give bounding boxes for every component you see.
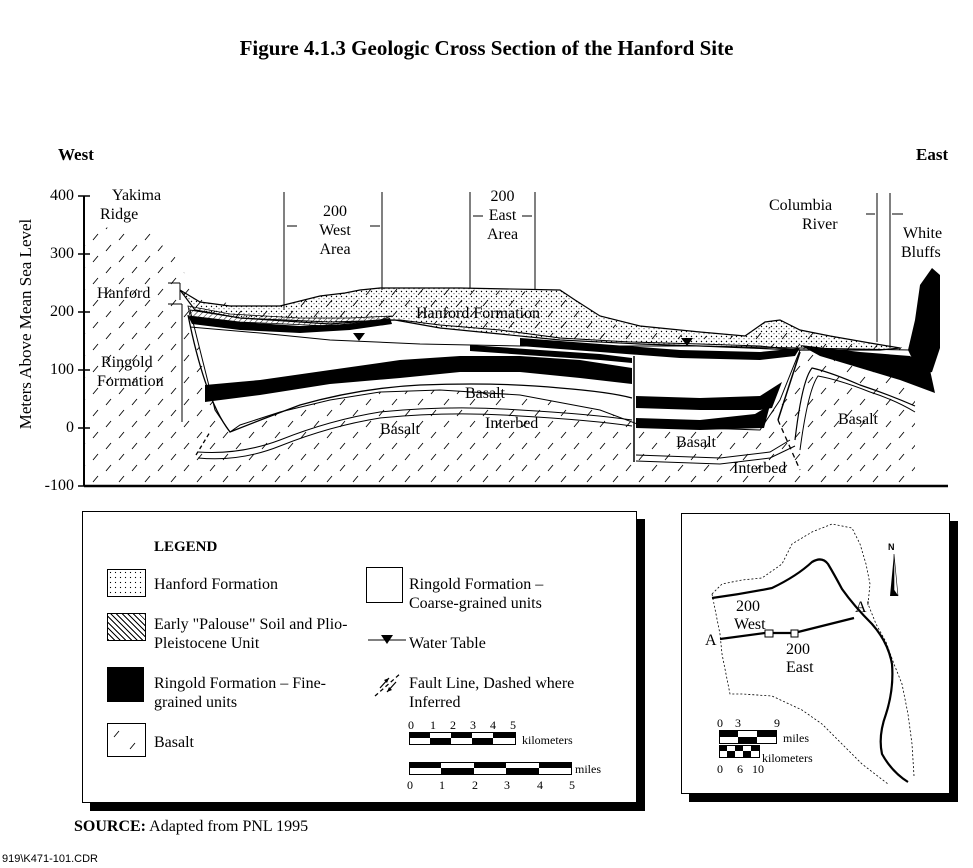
map-a-left: A bbox=[705, 632, 717, 649]
km-scale-bar bbox=[409, 732, 516, 745]
basalt-label: Basalt bbox=[676, 434, 716, 451]
ringold-label: Formation bbox=[97, 373, 164, 390]
inset-map-panel: N 200 West 200 East A A' 0 3 9 miles kil… bbox=[681, 513, 950, 794]
ringold-fine-layers bbox=[188, 268, 940, 430]
y-tick: 100 bbox=[50, 361, 74, 378]
west-area-label: 200 bbox=[323, 203, 347, 220]
columbia-river-label: Columbia bbox=[769, 197, 833, 214]
area-markers bbox=[283, 192, 903, 348]
km-tick: 0 bbox=[408, 718, 414, 732]
legend-water-table-text: Water Table bbox=[409, 635, 486, 652]
svg-text:N: N bbox=[888, 542, 895, 552]
basalt-label: Basalt bbox=[838, 411, 878, 428]
water-table-icon bbox=[368, 635, 406, 644]
yakima-label: Yakima bbox=[112, 187, 162, 204]
file-reference: 919\K471-101.CDR bbox=[2, 853, 99, 865]
source-prefix: SOURCE: bbox=[74, 818, 147, 835]
km-tick: 3 bbox=[470, 718, 476, 732]
basalt-label: Basalt bbox=[465, 385, 505, 402]
legend-ringold-fine-text: Ringold Formation – Fine- bbox=[154, 675, 326, 692]
legend-panel: LEGEND Hanford Formation Early "Palouse"… bbox=[82, 511, 637, 803]
east-area-label: Area bbox=[486, 226, 519, 243]
source-text: Adapted from PNL 1995 bbox=[146, 818, 309, 835]
map-km-tick: 10 bbox=[752, 762, 764, 776]
hanford-formation-label: Hanford Formation bbox=[416, 305, 540, 322]
columbia-river-label: River bbox=[802, 216, 838, 233]
legend-ringold-coarse-text: Coarse-grained units bbox=[409, 595, 542, 612]
y-tick: -100 bbox=[44, 477, 74, 494]
miles-tick: 2 bbox=[472, 778, 478, 792]
miles-tick: 0 bbox=[407, 778, 413, 792]
ringold-fine-swatch bbox=[107, 667, 144, 702]
miles-tick: 5 bbox=[569, 778, 575, 792]
figure-title: Figure 4.1.3 Geologic Cross Section of t… bbox=[239, 36, 734, 60]
legend-fault-text: Inferred bbox=[409, 694, 461, 711]
legend-ringold-coarse-text: Ringold Formation – bbox=[409, 576, 544, 593]
map-km-tick: 6 bbox=[737, 762, 743, 776]
map-miles-tick: 0 bbox=[717, 716, 723, 730]
palouse-swatch bbox=[107, 613, 146, 641]
inset-map-drawing: N bbox=[711, 523, 915, 787]
west-area-label: West bbox=[319, 222, 351, 239]
miles-scale-bar bbox=[409, 762, 572, 775]
y-tick: 200 bbox=[50, 303, 74, 320]
map-miles-tick: 3 bbox=[735, 716, 741, 730]
basalt-swatch bbox=[107, 723, 146, 757]
legend-basalt-text: Basalt bbox=[154, 734, 194, 751]
fault-icon bbox=[374, 672, 402, 697]
miles-scale-label: miles bbox=[575, 762, 601, 776]
legend-ringold-fine-text: grained units bbox=[154, 694, 238, 711]
map-west-label: 200 bbox=[736, 598, 760, 615]
legend-hanford-text: Hanford Formation bbox=[154, 576, 278, 593]
hanford-swatch bbox=[107, 569, 146, 597]
hanford-formation-layer bbox=[179, 287, 901, 351]
miles-tick: 1 bbox=[439, 778, 445, 792]
hanford-label: Hanford bbox=[97, 285, 151, 302]
y-axis bbox=[78, 195, 90, 487]
source-note: SOURCE: Adapted from PNL 1995 bbox=[74, 818, 308, 836]
ringold-coarse-swatch bbox=[366, 567, 403, 603]
miles-tick: 3 bbox=[504, 778, 510, 792]
interbed-label: Interbed bbox=[733, 460, 787, 477]
west-label: West bbox=[58, 145, 94, 164]
water-table-marker bbox=[681, 338, 693, 346]
east-label: East bbox=[916, 145, 949, 164]
east-area-label: 200 bbox=[490, 188, 515, 205]
y-tick: 300 bbox=[50, 245, 74, 262]
legend-fault-text: Fault Line, Dashed where bbox=[409, 675, 575, 692]
white-bluffs-label: Bluffs bbox=[901, 244, 941, 261]
white-bluffs-label: White bbox=[903, 225, 943, 242]
map-west-label: West bbox=[734, 616, 766, 633]
y-axis-label: Meters Above Mean Sea Level bbox=[16, 218, 35, 430]
interbed-label: Interbed bbox=[485, 415, 539, 432]
km-tick: 1 bbox=[430, 718, 436, 732]
km-tick: 2 bbox=[450, 718, 456, 732]
legend-palouse-text: Early "Palouse" Soil and Plio- bbox=[154, 616, 348, 633]
map-km-tick: 0 bbox=[717, 762, 723, 776]
km-tick: 4 bbox=[490, 718, 496, 732]
legend-heading: LEGEND bbox=[154, 539, 218, 555]
km-scale-label: kilometers bbox=[522, 733, 573, 747]
map-east-label: East bbox=[786, 659, 814, 676]
miles-tick: 4 bbox=[537, 778, 543, 792]
east-area-label: East bbox=[488, 207, 517, 224]
map-miles-label: miles bbox=[783, 731, 809, 745]
ringold-label: Ringold bbox=[101, 354, 153, 371]
legend-palouse-text: Pleistocene Unit bbox=[154, 635, 260, 652]
map-east-label: 200 bbox=[786, 641, 810, 658]
y-tick: 400 bbox=[50, 187, 74, 204]
map-miles-tick: 9 bbox=[774, 716, 780, 730]
y-tick: 0 bbox=[66, 419, 74, 436]
map-a-right: A' bbox=[855, 599, 870, 616]
west-area-label: Area bbox=[319, 241, 351, 258]
basalt-label: Basalt bbox=[380, 421, 420, 438]
water-table-marker bbox=[353, 333, 365, 341]
yakima-label: Ridge bbox=[100, 206, 139, 223]
map-km-label: kilometers bbox=[762, 751, 813, 765]
km-tick: 5 bbox=[510, 718, 516, 732]
